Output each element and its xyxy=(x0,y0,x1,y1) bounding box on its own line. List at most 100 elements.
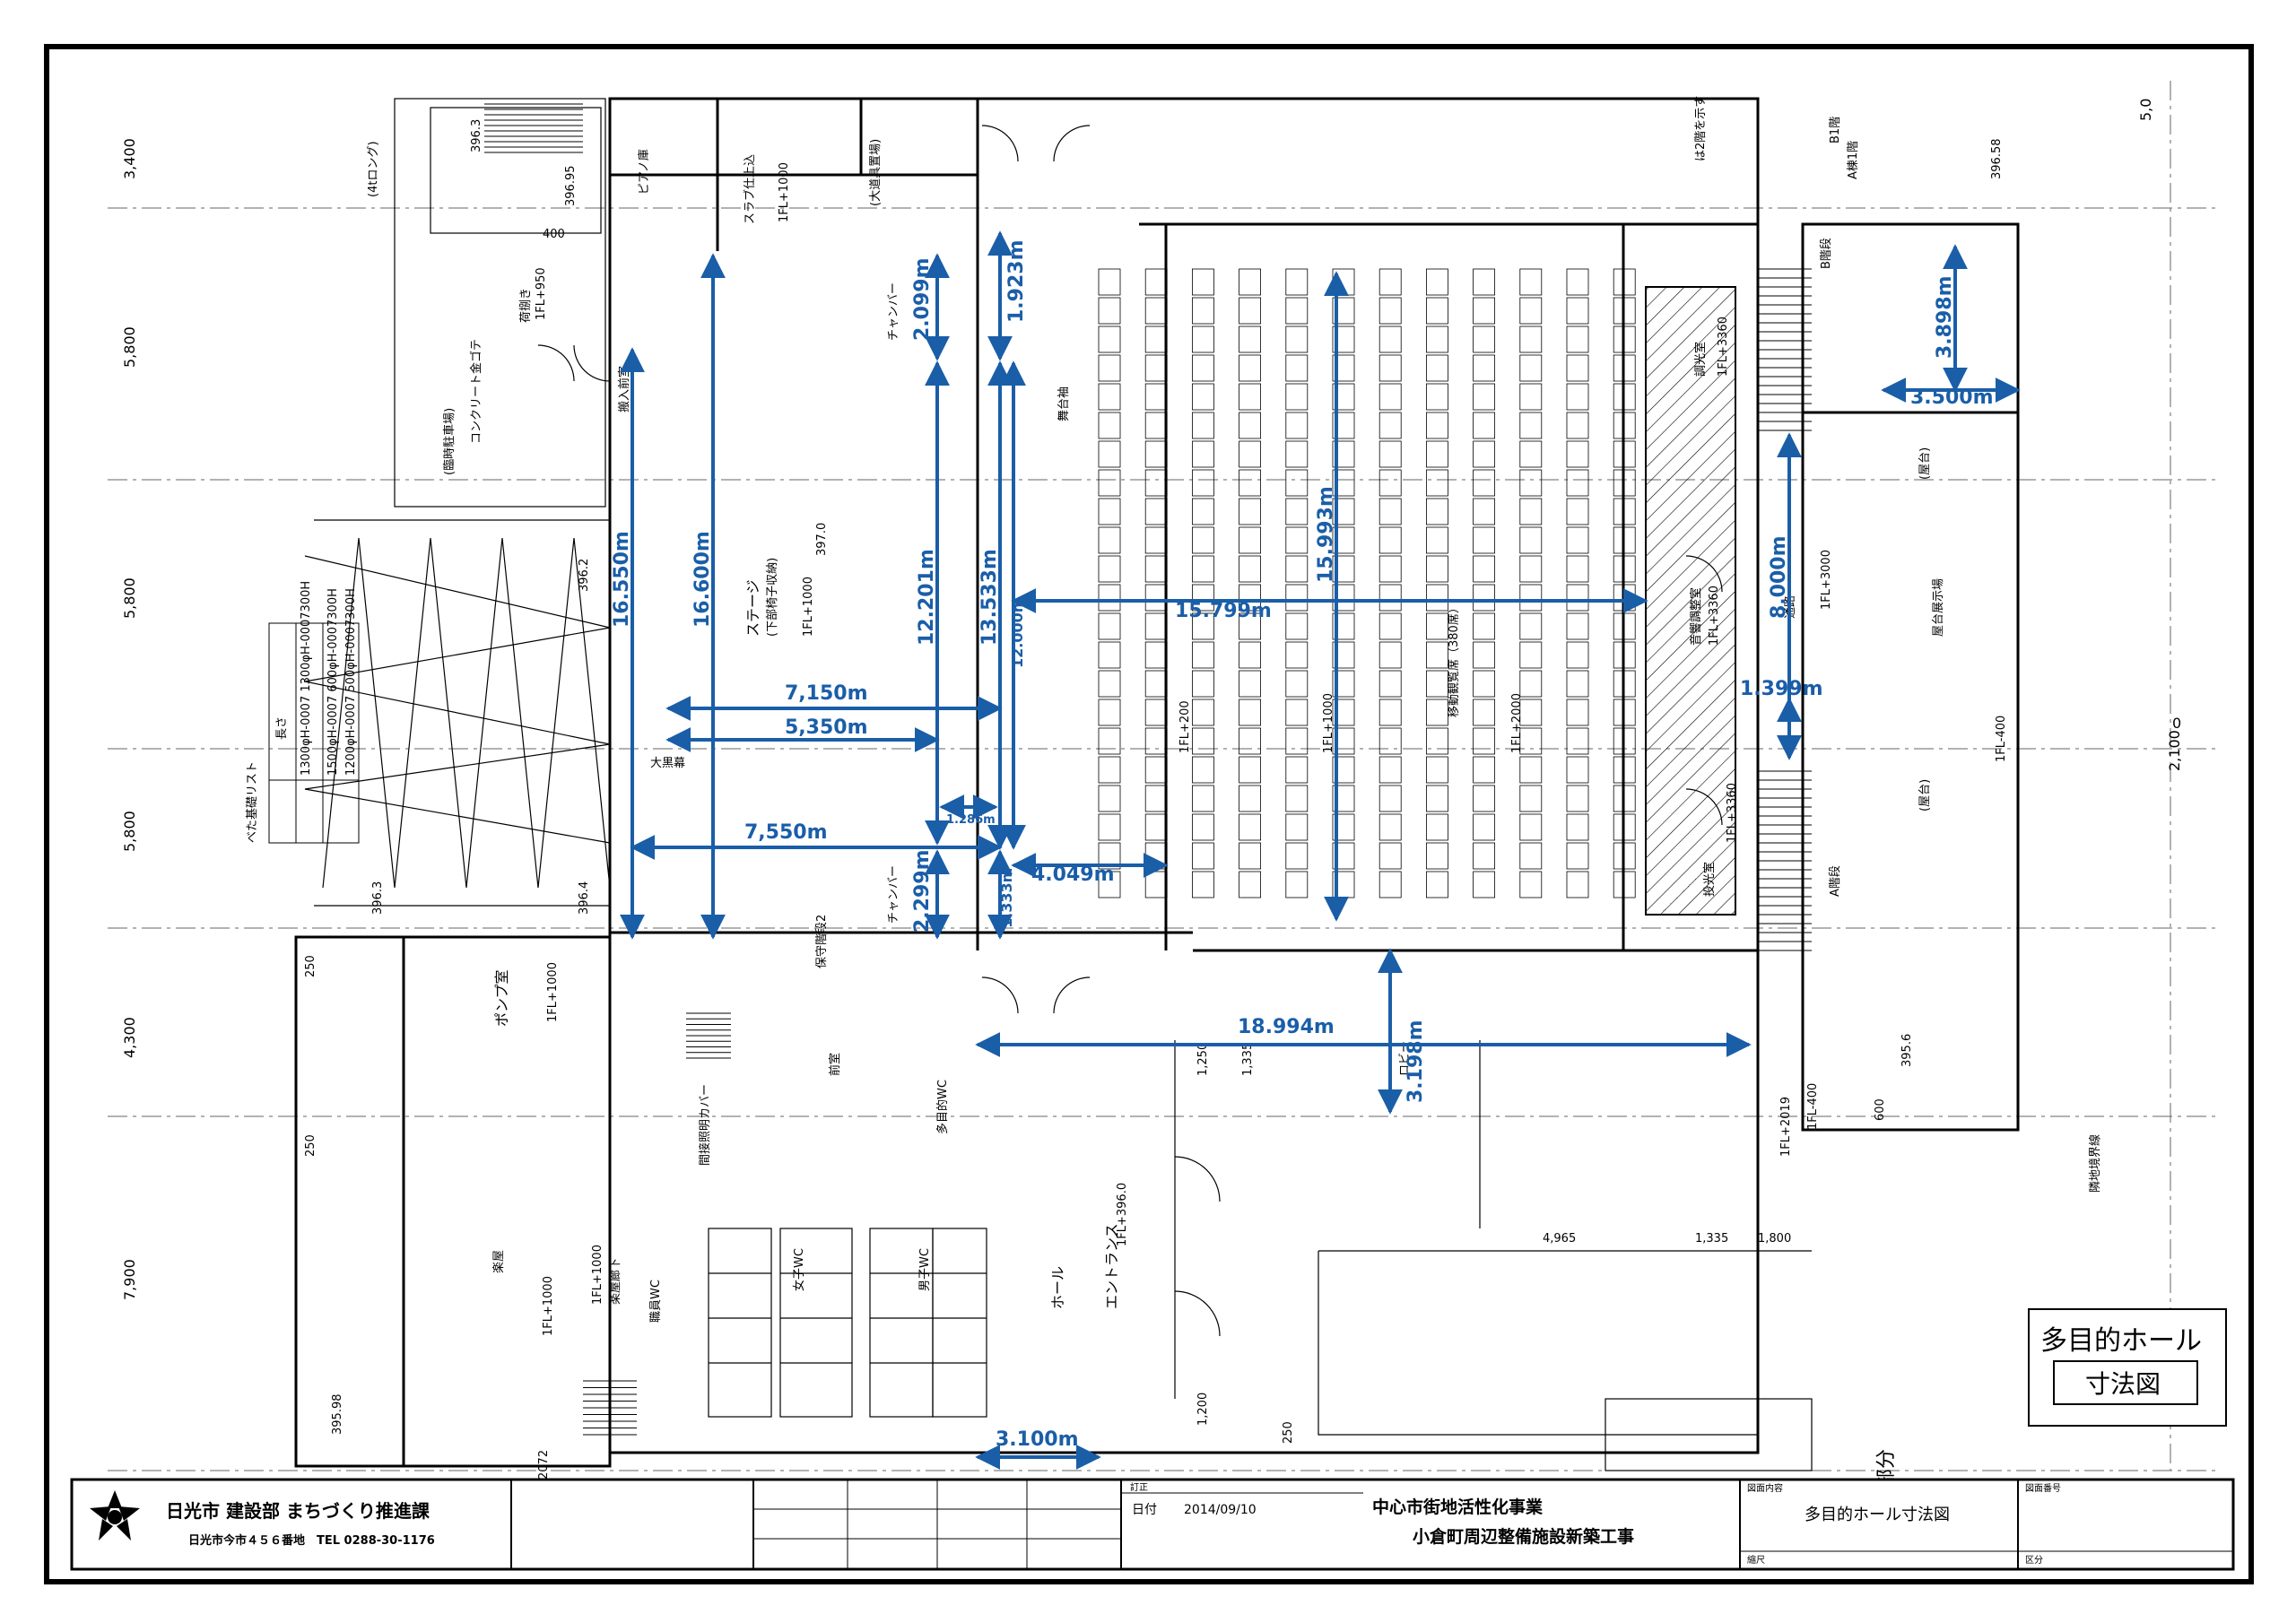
seat xyxy=(1519,268,1543,296)
dim-1399: 1.399m xyxy=(1740,678,1823,700)
seat xyxy=(1613,842,1636,870)
dimension-label: 250 xyxy=(304,1134,317,1157)
seat xyxy=(1144,440,1168,468)
seat xyxy=(1473,584,1495,612)
dim-15993: 15.993m xyxy=(1315,486,1337,583)
dim-1286: 1.286m xyxy=(946,813,996,827)
seat xyxy=(1285,325,1309,353)
seat xyxy=(1473,383,1495,411)
seat xyxy=(1285,785,1309,812)
seat xyxy=(1613,641,1636,669)
seat xyxy=(1566,670,1589,698)
big-curtain-label: 大黒幕 xyxy=(650,757,685,770)
dim-1333: 1.333m xyxy=(998,868,1015,928)
seat xyxy=(1566,785,1589,812)
seat xyxy=(1239,268,1261,296)
dais-label: (屋台) xyxy=(1918,447,1932,480)
follow-room-level: 1FL+3360 xyxy=(1726,783,1739,843)
seat xyxy=(1192,842,1214,870)
dim-16600: 16.600m xyxy=(691,531,714,628)
seat xyxy=(1239,354,1261,382)
seat xyxy=(1098,526,1121,554)
seat xyxy=(1098,670,1121,698)
floor-level: 1FL-400 xyxy=(1806,1083,1820,1130)
pile-list-table: べた基礎リスト 長さ 1300φH-0007 1300φH-0007300H 1… xyxy=(246,581,360,844)
seat xyxy=(1473,813,1495,841)
thin-lines xyxy=(304,98,1813,1471)
drawing-stamp: 多目的ホール 寸法図 xyxy=(2028,1308,2227,1427)
seat xyxy=(1519,842,1543,870)
seat xyxy=(1426,727,1448,755)
storage-level: 1FL+1000 xyxy=(542,1276,555,1336)
slab-label: スラブ仕上込 xyxy=(743,154,757,224)
seat xyxy=(1285,699,1309,726)
chamber-label: チャンバー xyxy=(887,865,900,924)
seat xyxy=(1192,412,1214,439)
dimension-label: 1,800 xyxy=(1758,1232,1791,1245)
seat xyxy=(1098,383,1121,411)
dim-7550: 7,550m xyxy=(744,821,828,844)
seat xyxy=(1473,555,1495,583)
seat xyxy=(1566,555,1589,583)
seat xyxy=(1098,325,1121,353)
dim-5350: 5,350m xyxy=(785,716,868,739)
b1f-label: B1階 xyxy=(1829,117,1842,143)
seat xyxy=(1285,297,1309,325)
seat xyxy=(1378,498,1402,525)
seat xyxy=(1144,584,1168,612)
dimension-label: 1,335 xyxy=(1695,1232,1728,1245)
seat xyxy=(1239,555,1261,583)
seat xyxy=(1519,498,1543,525)
floor-level: 1FL+2019 xyxy=(1779,1097,1793,1157)
seat xyxy=(1378,268,1402,296)
dimension-label: 2072 xyxy=(537,1450,551,1480)
dim-15799: 15.799m xyxy=(1175,600,1272,622)
dim-13533: 13.533m xyxy=(978,549,1001,646)
building-walls xyxy=(294,97,2020,1468)
seat xyxy=(1613,412,1636,439)
seat xyxy=(1098,412,1121,439)
seat xyxy=(1192,641,1214,669)
seat xyxy=(1566,325,1589,353)
audio-room-hatch xyxy=(1645,286,1736,916)
span-label: 7,900 xyxy=(121,1259,138,1300)
seat xyxy=(1378,842,1402,870)
stairs xyxy=(484,98,1812,1436)
seat xyxy=(1144,383,1168,411)
seat xyxy=(1613,268,1636,296)
seat xyxy=(1285,440,1309,468)
seat xyxy=(1098,555,1121,583)
seat xyxy=(1098,498,1121,525)
seat xyxy=(1613,354,1636,382)
dim-12201: 12.201m xyxy=(916,549,938,646)
seat xyxy=(1239,297,1261,325)
entrance-label: エントランス xyxy=(1103,1223,1120,1309)
left-span-labels: 3,400 5,800 5,800 5,800 4,300 7,900 5,0 … xyxy=(121,99,2183,1300)
org-name: 日光市 建設部 まちづくり推進課 xyxy=(166,1500,430,1522)
b-stair-label: B階段 xyxy=(1820,238,1833,269)
span-label: 3,400 xyxy=(121,138,138,179)
seat xyxy=(1378,440,1402,468)
seat xyxy=(1098,297,1121,325)
temp-parking-label: (臨時駐車場) xyxy=(443,408,457,475)
seat xyxy=(1239,440,1261,468)
seat xyxy=(1239,756,1261,784)
stage-label: ステージ xyxy=(744,579,761,637)
pile-row: 1300φH-0007 1300φH-0007300H xyxy=(300,581,313,776)
pile-length-header: 長さ xyxy=(275,716,289,740)
seat xyxy=(1285,469,1309,497)
seat xyxy=(1426,469,1448,497)
seat xyxy=(1239,813,1261,841)
seat xyxy=(1473,297,1495,325)
seat xyxy=(1519,699,1543,726)
seat xyxy=(1378,756,1402,784)
dim-7150: 7,150m xyxy=(785,682,868,705)
doors xyxy=(537,125,1723,1337)
dim-2299: 2.299m xyxy=(911,849,934,933)
seat xyxy=(1239,526,1261,554)
stamp-subtitle: 寸法図 xyxy=(2085,1369,2161,1399)
top-mark: 5,0 xyxy=(2137,99,2154,121)
right-mark: 0 xyxy=(2172,715,2181,732)
seat xyxy=(1426,584,1448,612)
seat xyxy=(1239,871,1261,898)
